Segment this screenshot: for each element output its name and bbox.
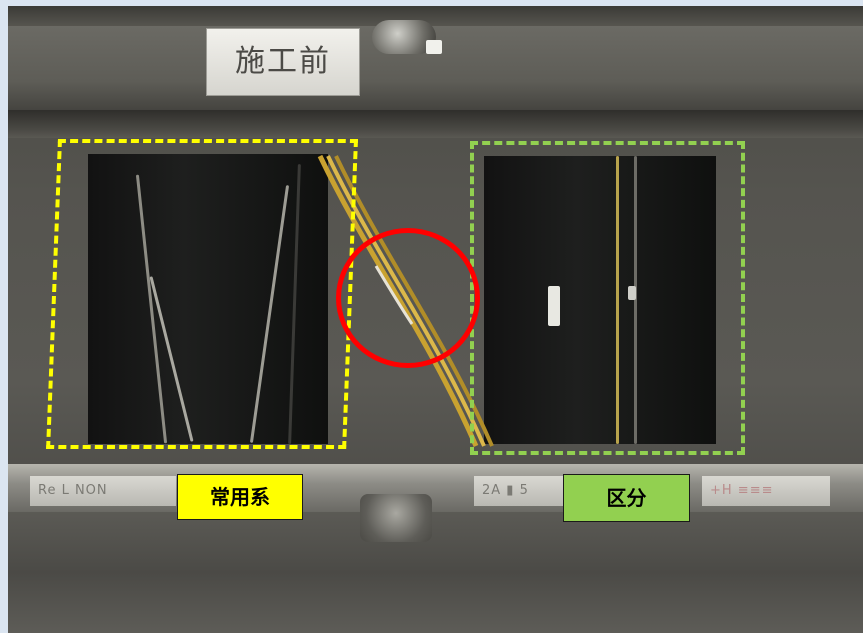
cable-clip xyxy=(360,494,432,542)
label-joyo-kei: 常用系 xyxy=(177,474,303,520)
right-opening xyxy=(484,156,716,444)
cable xyxy=(548,286,560,326)
label-kubun: 区分 xyxy=(563,474,690,522)
yellow-dashed-box xyxy=(46,139,358,449)
bottom-panel xyxy=(8,512,863,633)
cable xyxy=(616,156,619,444)
cable xyxy=(634,156,637,444)
left-opening xyxy=(88,154,328,444)
red-circle-highlight xyxy=(336,228,480,368)
equipment-photo: 施工前 Re L NON 2A ▮ 5 +H ≡≡≡ xyxy=(8,6,863,633)
mount-knob xyxy=(372,20,436,54)
cable xyxy=(628,286,636,300)
green-dashed-box xyxy=(470,141,745,455)
top-beam xyxy=(8,6,863,26)
label-strip-left: Re L NON xyxy=(30,476,176,506)
construction-sign: 施工前 xyxy=(206,28,360,96)
label-strip-right: +H ≡≡≡ xyxy=(702,476,830,506)
ledge xyxy=(8,110,863,138)
label-strip-middle: 2A ▮ 5 xyxy=(474,476,578,506)
indicator-light xyxy=(426,40,442,54)
